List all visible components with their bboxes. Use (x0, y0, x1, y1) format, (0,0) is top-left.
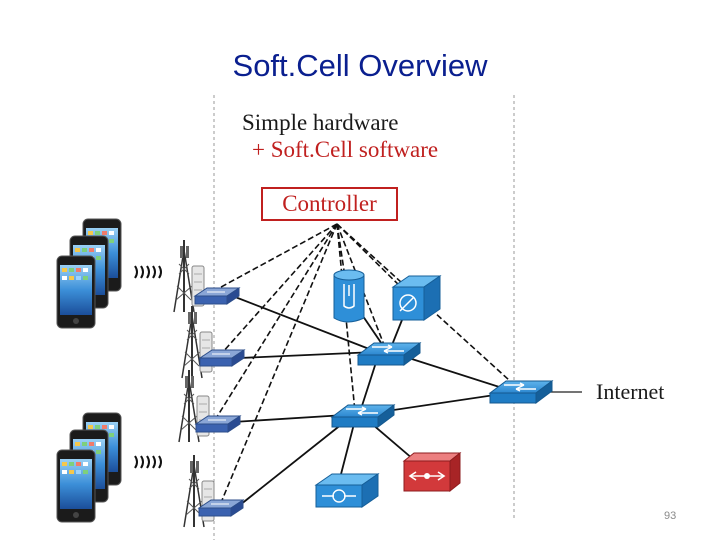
phones-group-1 (56, 218, 122, 329)
server-icon (333, 269, 365, 323)
subtitle-line-2: + Soft.Cell software (252, 137, 439, 162)
subtitle-line-1: Simple hardware (242, 110, 399, 135)
smartphone-icon (56, 255, 96, 329)
server-icon (391, 275, 442, 321)
phones-group-2 (56, 412, 122, 523)
page-number: 93 (664, 510, 677, 522)
controller-box: Controller (261, 187, 398, 221)
wireless-signal-icon (134, 455, 162, 469)
switch-icon (331, 404, 395, 428)
gateway-switch-icon (489, 380, 553, 404)
switch-icon (357, 342, 421, 366)
smartphone-icon (56, 449, 96, 523)
internet-label: Internet (596, 379, 665, 404)
slide-title: Soft.Cell Overview (232, 48, 488, 83)
cell-tower-icon (181, 305, 213, 379)
firewall-icon (402, 451, 462, 493)
wireless-signal-icon (134, 265, 162, 279)
router-icon (314, 473, 380, 508)
